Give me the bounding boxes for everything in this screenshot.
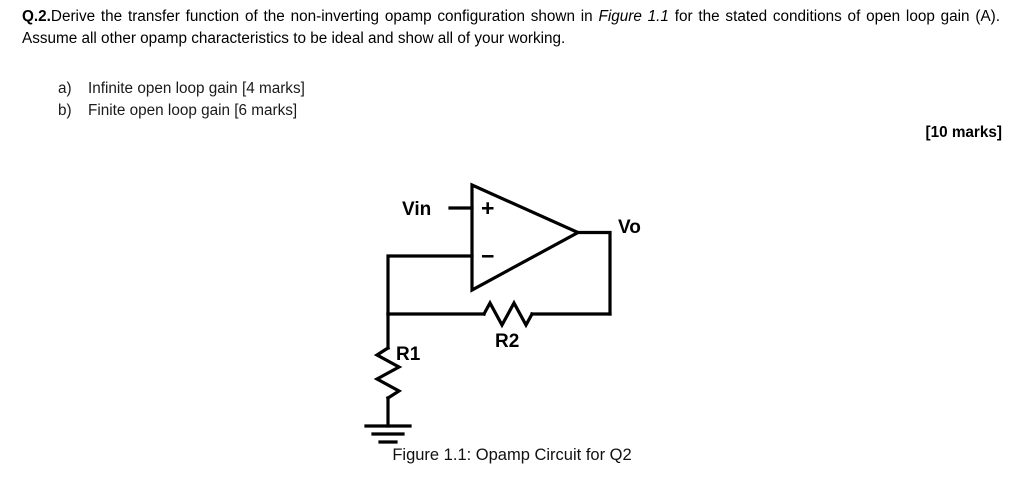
question-text-after-italic: for the stated conditions of open loop g… [22, 8, 1001, 47]
label-r2: R2 [495, 331, 519, 352]
question-paragraph: Q.2.Derive the transfer function of the … [22, 6, 1000, 49]
resistor-r2-body [481, 299, 535, 329]
question-block: Q.2.Derive the transfer function of the … [22, 6, 1002, 49]
inverting-input-sign: − [481, 243, 494, 269]
question-text-before-italic: Derive the transfer function of the non-… [50, 8, 599, 25]
sub-item-b: b) Finite open loop gain [6 marks] [58, 100, 305, 122]
sub-item-a-label: Infinite open loop gain [4 marks] [88, 80, 305, 97]
wire-output-feedback [576, 230, 612, 316]
sub-item-a-marker: a) [58, 80, 72, 97]
question-sub-items: a) Infinite open loop gain [4 marks] b) Fi… [58, 78, 305, 121]
wire-inverting-feedback [386, 254, 474, 316]
sub-item-a: a) Infinite open loop gain [4 marks] [58, 78, 305, 100]
total-marks-badge: [10 marks] [925, 124, 1002, 141]
figure-container: + − Vin Vo R1 R2 Figure 1.1: Opamp Circu… [0, 150, 1024, 486]
figure-reference: Figure 1.1 [598, 8, 669, 25]
sub-item-b-marker: b) [58, 101, 72, 119]
opamp-circuit-diagram: + − Vin Vo R1 R2 [364, 182, 641, 444]
sub-item-b-label: Finite open loop gain [6 marks] [88, 101, 298, 119]
figure-caption: Figure 1.1: Opamp Circuit for Q2 [392, 446, 632, 464]
opamp-triangle [470, 182, 582, 293]
resistor-r1-body [373, 345, 403, 401]
label-vo: Vo [618, 217, 641, 238]
label-vin: Vin [402, 199, 431, 220]
noninverting-input-sign: + [481, 195, 494, 221]
question-number: Q.2. [22, 8, 51, 25]
label-r1: R1 [396, 344, 421, 365]
